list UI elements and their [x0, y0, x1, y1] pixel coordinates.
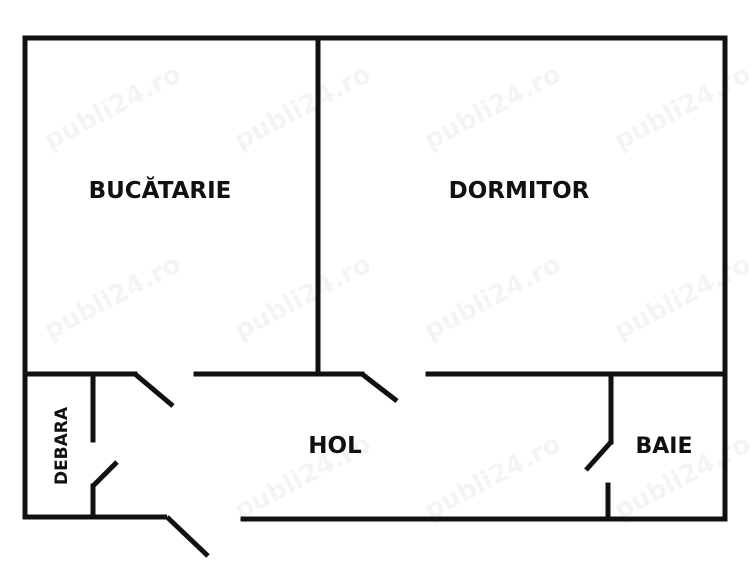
bedroom-door — [360, 372, 399, 403]
watermark: publi24.ro — [609, 59, 751, 156]
watermark: publi24.ro — [39, 249, 186, 346]
watermark: publi24.ro — [39, 59, 186, 156]
kitchen-door — [133, 372, 175, 408]
watermark: publi24.ro — [229, 59, 376, 156]
watermark: publi24.ro — [419, 429, 566, 526]
watermark: publi24.ro — [609, 249, 751, 346]
room-label-hall: HOL — [308, 433, 362, 459]
room-labels: BUCĂTARIE DORMITOR HOL BAIE DEBARA — [52, 176, 693, 485]
watermark: publi24.ro — [419, 249, 566, 346]
room-label-storage: DEBARA — [52, 406, 72, 485]
entrance-door-swing — [165, 515, 210, 558]
room-label-kitchen: BUCĂTARIE — [89, 176, 232, 204]
watermark: publi24.ro — [419, 59, 566, 156]
doors — [91, 372, 613, 558]
bathroom-door — [584, 440, 613, 472]
walls — [22, 35, 728, 522]
room-label-bathroom: BAIE — [635, 434, 692, 459]
storage-door — [91, 460, 119, 488]
watermark: publi24.ro — [229, 249, 376, 346]
room-label-bedroom: DORMITOR — [449, 178, 590, 204]
